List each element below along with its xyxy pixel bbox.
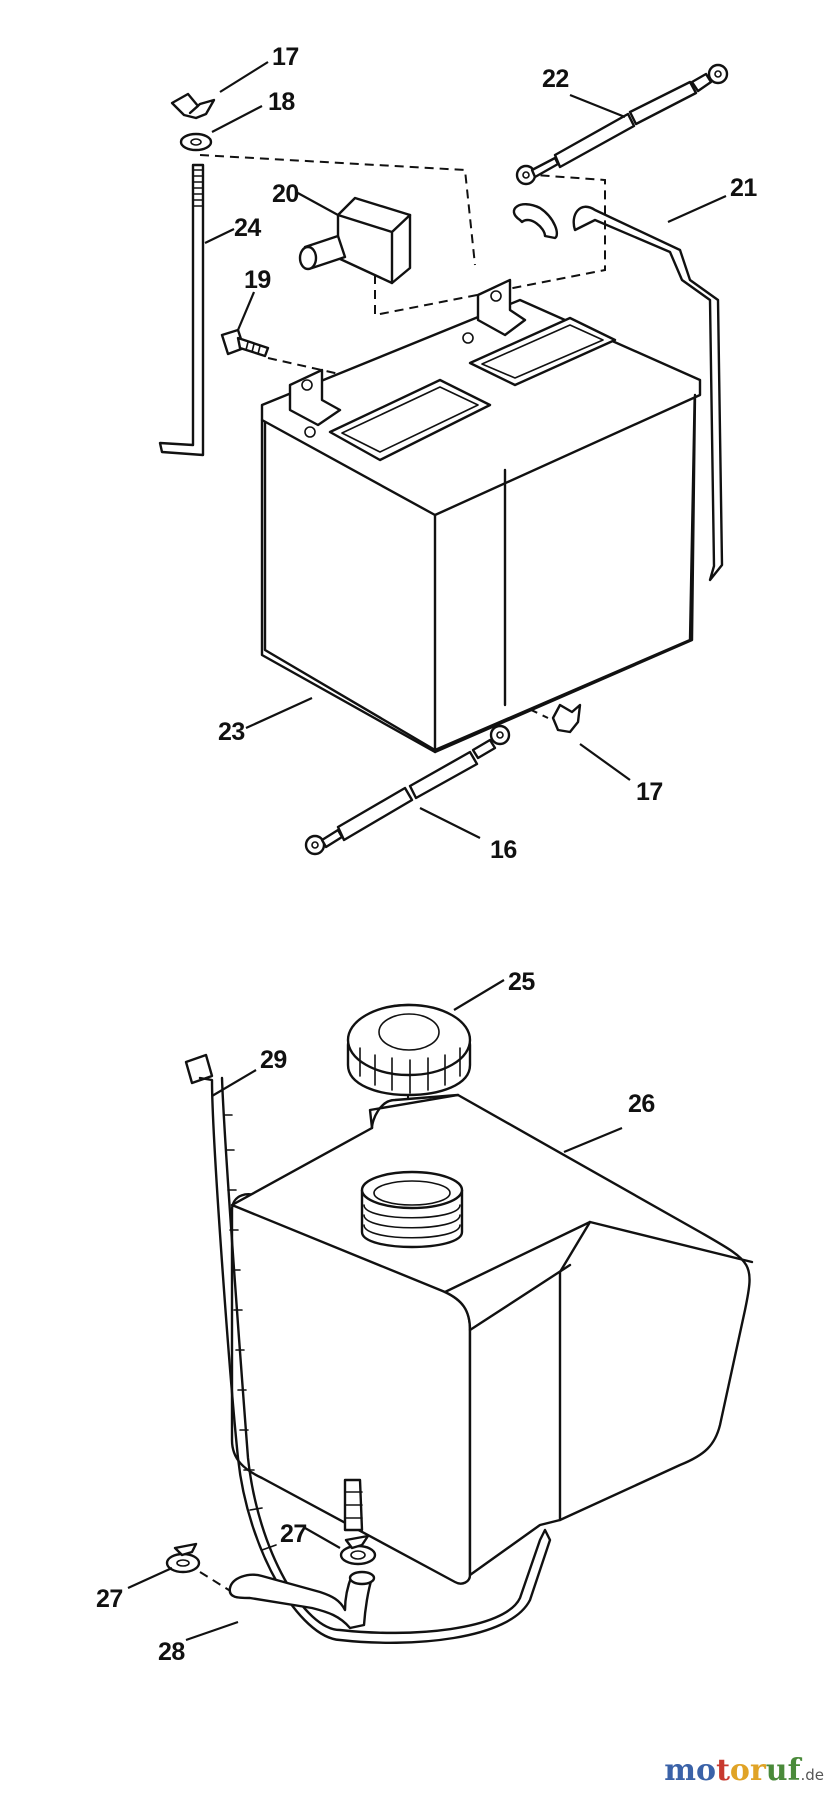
- watermark-letter-7: f: [787, 1753, 801, 1788]
- hold-down-strap: [512, 203, 724, 582]
- terminal-cover: [298, 196, 412, 285]
- wing-nut-top: [170, 92, 216, 120]
- fuel-tank-assembly: [165, 1003, 754, 1644]
- washer: [179, 132, 213, 152]
- callout-22: 22: [542, 65, 569, 93]
- callout-28: 28: [158, 1638, 185, 1666]
- callout-20: 20: [272, 180, 299, 208]
- callout-16: 16: [490, 836, 517, 864]
- callout-29: 29: [260, 1046, 287, 1074]
- callout-24: 24: [234, 214, 261, 242]
- callout-18: 18: [268, 88, 295, 116]
- fuel-tank: [230, 1093, 754, 1585]
- bolt: [220, 328, 270, 358]
- watermark-letter-4: o: [729, 1753, 750, 1788]
- hose-clamp-upper: [339, 1534, 377, 1566]
- callout-19: 19: [244, 266, 271, 294]
- fuel-hose: [228, 1570, 376, 1630]
- callout-27-lower: 27: [96, 1585, 123, 1613]
- cable-bottom: [304, 724, 511, 856]
- callout-25: 25: [508, 968, 535, 996]
- watermark-letter-1: m: [664, 1753, 697, 1788]
- battery: [260, 278, 702, 754]
- battery-assembly: [158, 63, 729, 856]
- hose-clamp-lower: [165, 1542, 201, 1574]
- callout-numbers: 17 18 22 21 20 24 19 23 17 16 25 29 26 2…: [96, 43, 758, 1666]
- hold-down-rod: [158, 163, 205, 457]
- wing-nut-bottom: [551, 703, 582, 734]
- callout-23: 23: [218, 718, 245, 746]
- watermark-letter-2: o: [696, 1753, 717, 1788]
- cable-tie: [184, 1053, 552, 1644]
- watermark-letter-5: r: [749, 1753, 766, 1788]
- cable-top: [515, 63, 729, 186]
- watermark-letter-6: u: [765, 1753, 788, 1788]
- callout-17-bottom: 17: [636, 778, 663, 806]
- watermark-letter-3: t: [716, 1753, 730, 1788]
- callout-27-upper: 27: [280, 1520, 307, 1548]
- leader-lines: [127, 61, 727, 1642]
- callout-17-top: 17: [272, 43, 299, 71]
- callout-21: 21: [730, 174, 757, 202]
- callout-26: 26: [628, 1090, 655, 1118]
- watermark-suffix: .de: [800, 1766, 824, 1784]
- motoruf-watermark: motoruf.de: [664, 1753, 824, 1788]
- fuel-cap: [346, 1003, 472, 1097]
